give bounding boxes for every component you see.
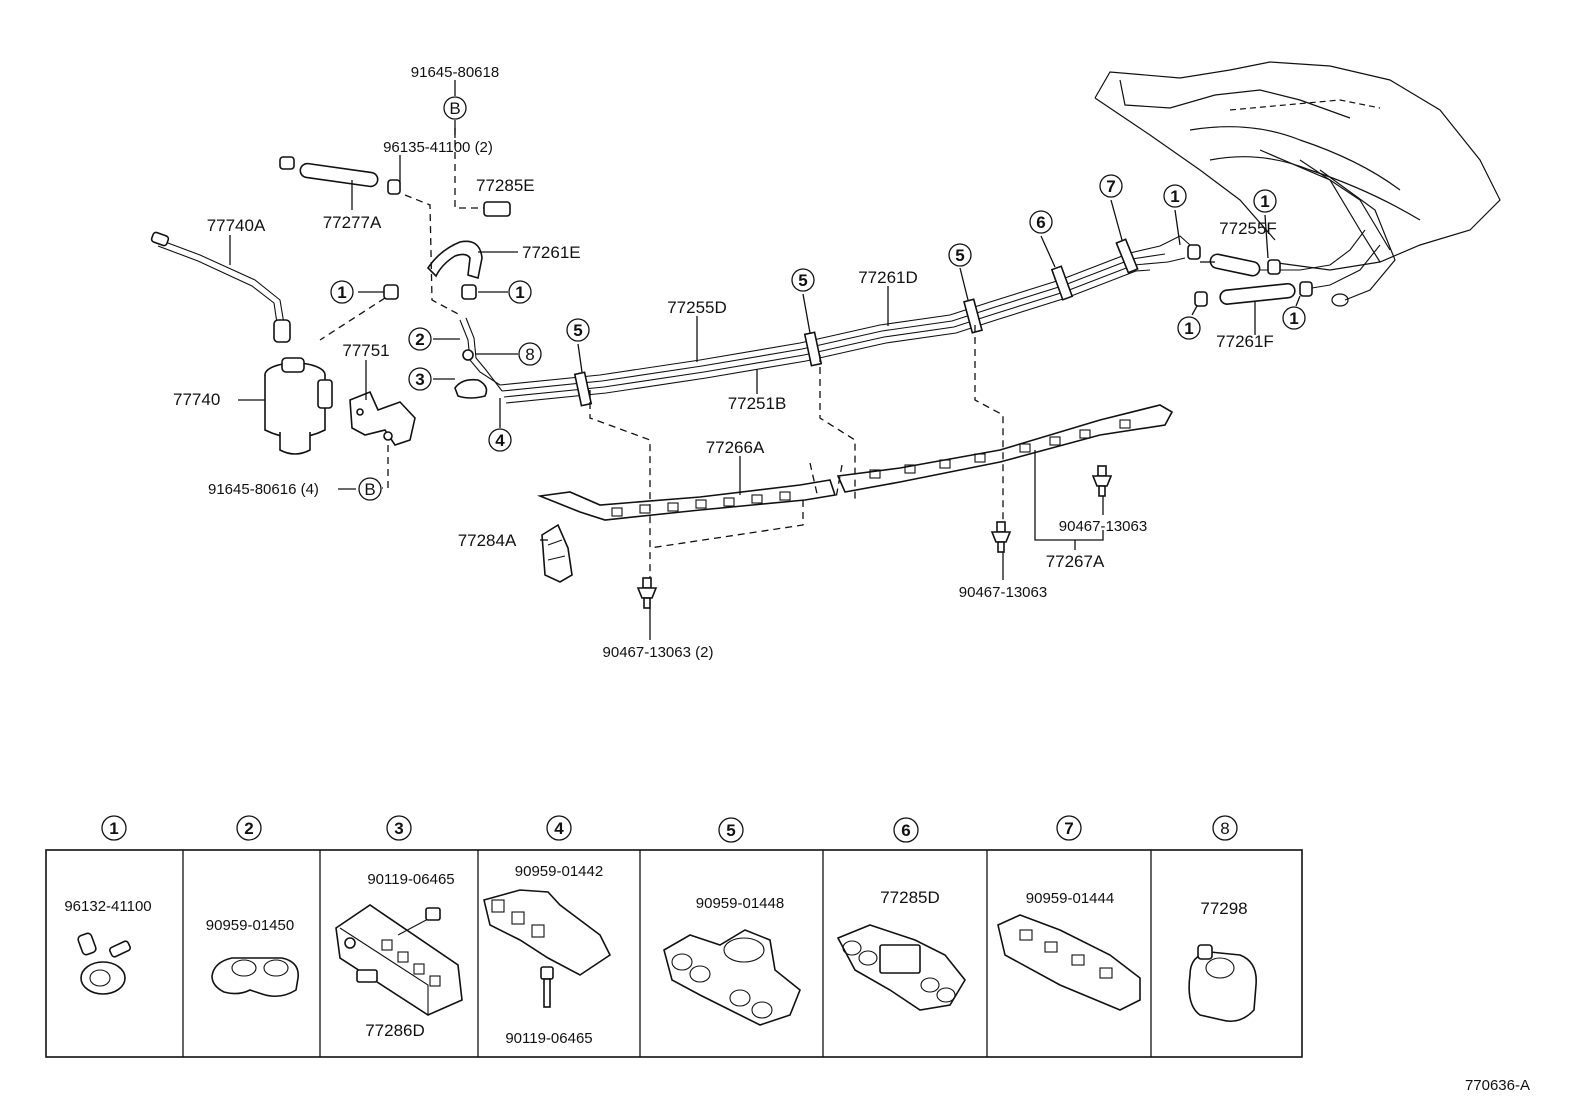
part-77277A-drawing [279, 156, 401, 195]
label-91645-80616: 91645-80616 (4) [208, 481, 319, 498]
legend-table: 1 2 3 4 5 6 7 8 96132-41100 90959-01450 … [45, 815, 1303, 1058]
callout-B-top: B [449, 99, 460, 118]
callout-1-a: 1 [337, 283, 346, 302]
callout-1-b: 1 [515, 283, 524, 302]
label-77740A: 77740A [207, 216, 266, 235]
tube-clamps [573, 238, 1139, 407]
callout-3: 3 [415, 370, 424, 389]
label-77266A: 77266A [706, 438, 765, 457]
part-77284A-drawing [541, 523, 573, 583]
legend-icon-2 [211, 957, 299, 998]
rear-hoses [1187, 229, 1381, 307]
callout-1-c: 1 [1170, 187, 1179, 206]
label-77284A: 77284A [458, 531, 517, 550]
legend-icon-3 [335, 904, 463, 1017]
legend-num-8: 8 [1220, 819, 1229, 838]
leader-lines [229, 80, 1301, 640]
legend-num-5: 5 [726, 821, 735, 840]
legend-icon-4 [483, 889, 612, 1008]
callout-2: 2 [415, 330, 424, 349]
label-77277A: 77277A [323, 213, 382, 232]
callout-6: 6 [1036, 213, 1045, 232]
callout-8: 8 [525, 345, 534, 364]
legend-icon-1 [77, 932, 131, 995]
label-77255F: 77255F [1219, 219, 1277, 238]
fuel-tubes [499, 235, 1191, 404]
label-77261D: 77261D [858, 268, 918, 287]
small-clips [383, 284, 477, 300]
legend-part-3b: 90119-06465 [367, 871, 454, 888]
legend-icon-6 [836, 924, 966, 1011]
part-labels: 91645-80618 96135-41100 (2) 77285E 77277… [173, 64, 1277, 661]
label-77751: 77751 [342, 341, 389, 360]
part-77740-drawing [264, 357, 333, 455]
label-77255D: 77255D [667, 298, 727, 317]
bolts-90467-13063 [636, 465, 1113, 609]
label-77267A: 77267A [1046, 552, 1105, 571]
label-90467-13063-2: 90467-13063 (2) [603, 644, 714, 661]
legend-num-6: 6 [901, 821, 910, 840]
label-77261E: 77261E [522, 243, 581, 262]
label-77285E: 77285E [476, 176, 535, 195]
part-77740A-drawing [150, 231, 291, 343]
label-90467-13063-a: 90467-13063 [959, 584, 1047, 601]
label-90467-13063-b: 90467-13063 [1059, 518, 1147, 535]
callout-5-c: 5 [955, 246, 964, 265]
part-77267A-drawing [836, 404, 1174, 493]
legend-icon-5 [663, 929, 801, 1026]
callout-5-b: 5 [798, 271, 807, 290]
callout-1-d: 1 [1260, 192, 1269, 211]
legend-part-5: 90959-01448 [696, 895, 784, 912]
legend-icon-8 [1188, 944, 1257, 1023]
callout-5-a: 5 [573, 321, 582, 340]
legend-part-4b: 90119-06465 [505, 1030, 592, 1047]
dashed-leaders [319, 128, 1004, 578]
label-91645-80618: 91645-80618 [411, 64, 499, 81]
callout-circles [330, 96, 1306, 501]
label-77261F: 77261F [1216, 332, 1274, 351]
callout-1-e: 1 [1184, 319, 1193, 338]
legend-part-4: 90959-01442 [515, 863, 603, 880]
legend-part-7: 90959-01444 [1026, 890, 1114, 907]
label-96135-41100: 96135-41100 (2) [383, 139, 493, 156]
figure-id: 770636-A [1465, 1077, 1530, 1094]
tube-union-drawing [454, 317, 503, 399]
legend-part-1: 96132-41100 [64, 898, 151, 915]
label-77740: 77740 [173, 390, 220, 409]
legend-part-6: 77285D [880, 888, 940, 907]
legend-part-3: 77286D [365, 1021, 425, 1040]
legend-part-8: 77298 [1200, 899, 1247, 918]
legend-part-2: 90959-01450 [206, 917, 294, 934]
legend-num-7: 7 [1064, 819, 1073, 838]
callout-numbers: B 1 1 2 3 8 4 B 5 5 5 6 7 1 1 1 1 [337, 99, 1298, 499]
part-77266A-drawing [536, 479, 837, 521]
legend-icon-7 [997, 914, 1141, 1011]
callout-1-f: 1 [1289, 309, 1298, 328]
callout-4: 4 [495, 431, 505, 450]
part-77285E-drawing [483, 201, 511, 217]
legend-num-1: 1 [109, 819, 118, 838]
legend-num-3: 3 [394, 819, 403, 838]
callout-B-bottom: B [364, 480, 375, 499]
callout-7: 7 [1106, 177, 1115, 196]
part-77261E-drawing [426, 240, 483, 280]
legend-num-4: 4 [554, 819, 564, 838]
part-77751-drawing [349, 390, 416, 446]
label-77251B: 77251B [728, 394, 787, 413]
legend-num-2: 2 [244, 819, 253, 838]
fuel-tank-drawing [1094, 61, 1501, 307]
